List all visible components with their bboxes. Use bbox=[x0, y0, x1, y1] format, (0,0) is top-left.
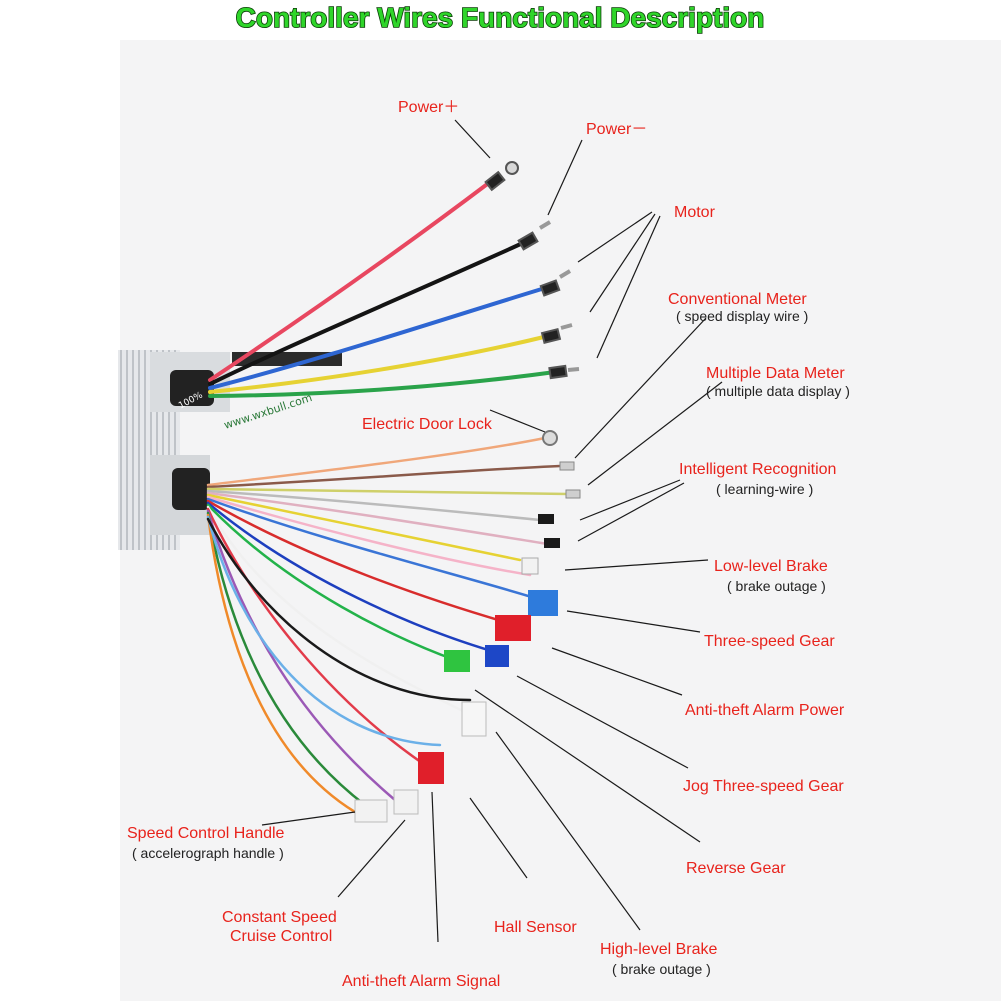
top-wire-cluster bbox=[208, 180, 557, 398]
leader-hall-sensor bbox=[469, 797, 528, 879]
three-speed-connector bbox=[528, 590, 558, 616]
leader-conventional-meter bbox=[574, 317, 707, 459]
label-speed-control-handle-sub: ( accelerograph handle ) bbox=[132, 845, 284, 861]
label-intelligent-recognition-sub: ( learning-wire ) bbox=[716, 481, 814, 497]
leader-door-lock bbox=[489, 409, 546, 433]
label-multiple-data-meter-sub: ( multiple data display ) bbox=[706, 383, 850, 399]
leader-jog-three-speed bbox=[516, 675, 689, 769]
leader-learning-2 bbox=[577, 482, 685, 542]
leader-motor-1 bbox=[577, 211, 653, 263]
leader-power-minus bbox=[547, 139, 583, 216]
label-jog-three-speed-gear: Jog Three-speed Gear bbox=[683, 778, 844, 795]
bottom-wire-cluster bbox=[206, 436, 570, 814]
leader-alarm-signal bbox=[431, 791, 439, 943]
label-motor: Motor bbox=[674, 204, 715, 221]
label-anti-theft-alarm-signal: Anti-theft Alarm Signal bbox=[342, 973, 501, 990]
controller-housing bbox=[118, 350, 342, 550]
label-three-speed-gear: Three-speed Gear bbox=[704, 633, 835, 650]
label-intelligent-recognition: Intelligent Recognition bbox=[679, 461, 837, 478]
leader-motor-2 bbox=[589, 213, 656, 313]
alarm-power-connector bbox=[495, 615, 531, 641]
label-high-level-brake: High-level Brake bbox=[600, 941, 718, 958]
wire-grommet-top bbox=[170, 370, 214, 406]
leader-reverse-gear bbox=[474, 689, 701, 843]
label-speed-control-handle: Speed Control Handle bbox=[127, 825, 285, 842]
label-high-level-brake-sub: ( brake outage ) bbox=[612, 961, 711, 977]
label-multiple-data-meter: Multiple Data Meter bbox=[706, 365, 845, 382]
label-low-level-brake: Low-level Brake bbox=[714, 558, 828, 575]
connectors bbox=[354, 430, 581, 823]
label-hall-sensor: Hall Sensor bbox=[494, 919, 577, 936]
leader-three-speed bbox=[566, 610, 701, 633]
leader-power-plus bbox=[454, 119, 491, 159]
door-lock-ring bbox=[542, 430, 558, 446]
leader-learning-1 bbox=[579, 479, 681, 521]
wire-motor-green bbox=[208, 370, 557, 398]
label-anti-theft-alarm-power: Anti-theft Alarm Power bbox=[685, 702, 845, 719]
label-cruise-control: Cruise Control bbox=[230, 928, 333, 945]
leader-high-level-brake bbox=[495, 731, 641, 931]
leader-speed-control bbox=[261, 811, 356, 826]
wire-power-minus bbox=[208, 240, 527, 386]
leader-alarm-power bbox=[551, 647, 683, 696]
label-power-minus: Power－ bbox=[586, 121, 648, 138]
leader-lines bbox=[261, 119, 723, 943]
label-conventional-meter-sub: ( speed display wire ) bbox=[676, 308, 809, 324]
wire-motor-yellow bbox=[208, 334, 550, 394]
learning-connector bbox=[538, 514, 554, 524]
label-reverse-gear: Reverse Gear bbox=[686, 860, 786, 877]
leader-cruise-control bbox=[337, 819, 406, 898]
label-conventional-meter: Conventional Meter bbox=[668, 291, 807, 308]
leader-low-level-brake bbox=[564, 559, 709, 571]
label-low-level-brake-sub: ( brake outage ) bbox=[727, 578, 826, 594]
leader-multiple-data-meter bbox=[587, 381, 723, 486]
wire-grommet-bottom bbox=[172, 468, 210, 510]
page-title: Controller Wires Functional Description bbox=[236, 2, 765, 33]
top-terminals bbox=[484, 161, 580, 380]
label-power-plus: Power＋ bbox=[398, 99, 460, 116]
label-electric-door-lock: Electric Door Lock bbox=[362, 416, 492, 433]
leader-motor-3 bbox=[596, 215, 661, 359]
alarm-signal-connector bbox=[418, 752, 444, 784]
wire-motor-blue bbox=[208, 286, 547, 390]
wire-power-plus bbox=[208, 180, 492, 382]
label-constant-speed: Constant Speed bbox=[222, 909, 337, 926]
